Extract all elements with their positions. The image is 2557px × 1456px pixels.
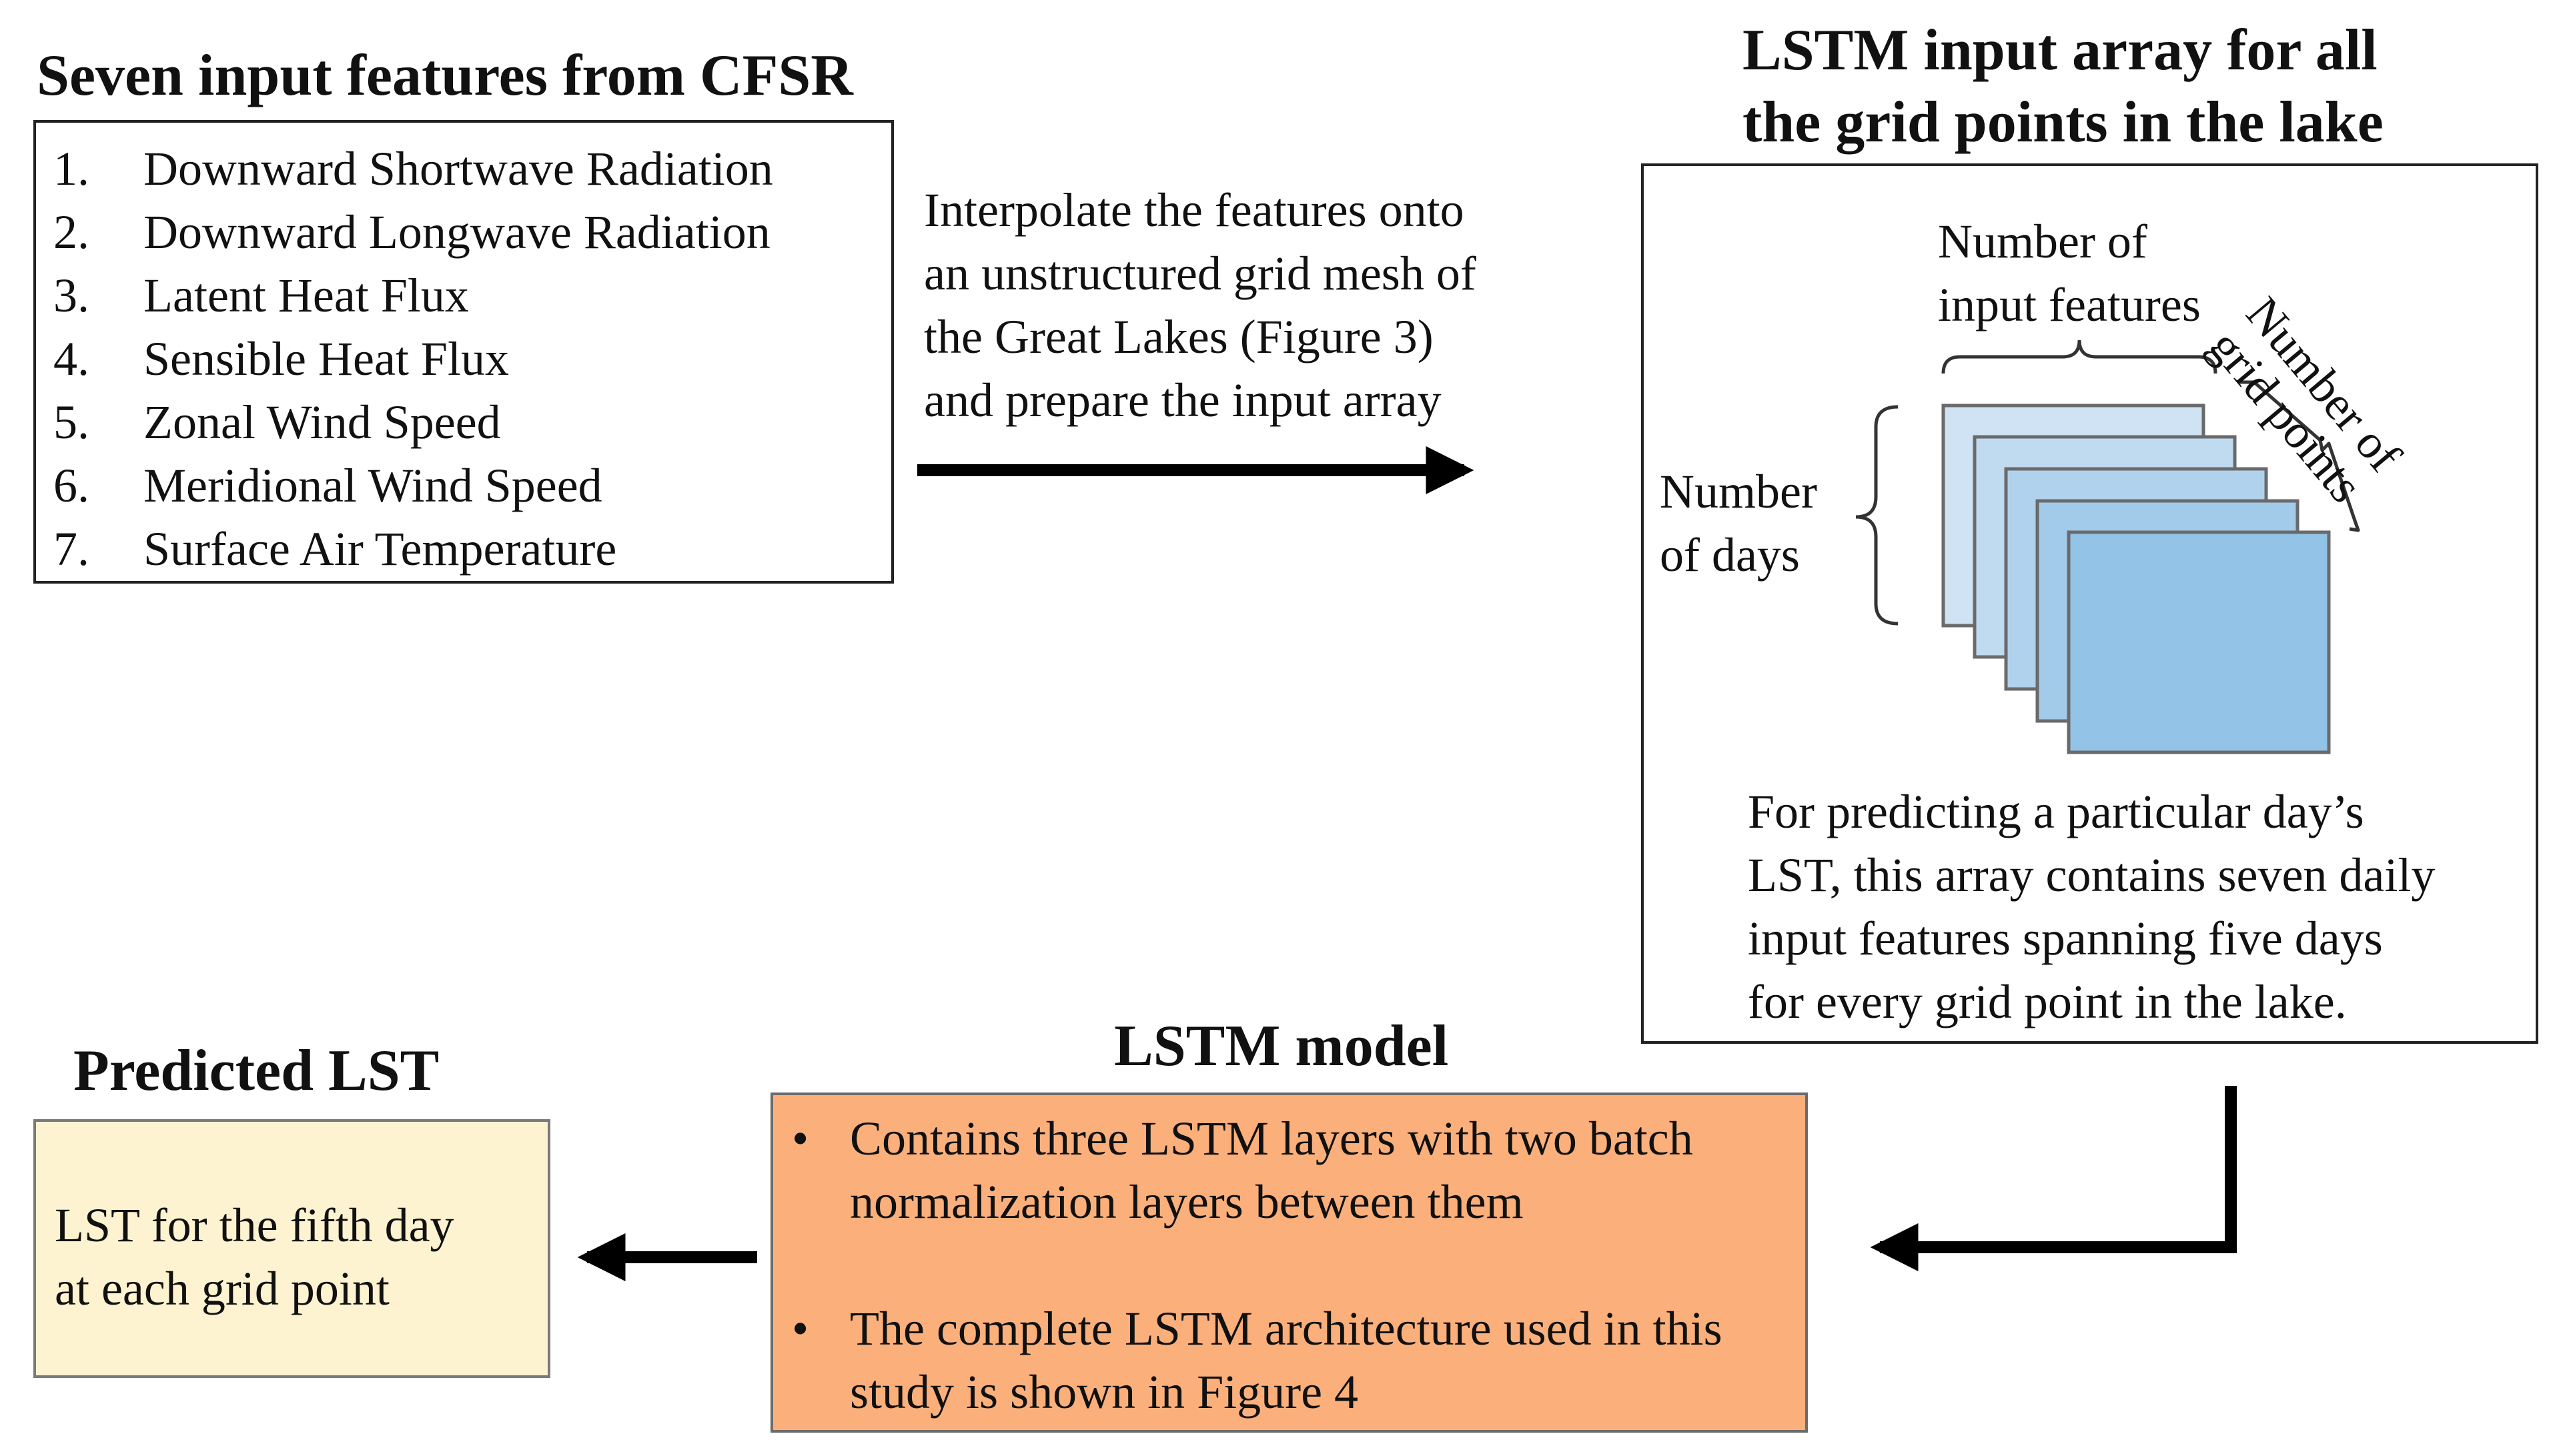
feature-item: 5.Zonal Wind Speed (53, 396, 501, 449)
lstm-model-bullet: •Contains three LSTM layers with two bat… (792, 1112, 1693, 1229)
features-axis-label: Number of input features (1938, 215, 2201, 331)
interpolate-step-text: Interpolate the features onto an unstruc… (924, 183, 1476, 427)
features-brace (1941, 339, 2217, 374)
input-array-stack (1941, 404, 2331, 754)
input-array-box (1641, 163, 2538, 1044)
lstm-model-bullets: •Contains three LSTM layers with two bat… (773, 1107, 1785, 1424)
arrow-to-lstm-model (1870, 1086, 2237, 1271)
input-array-description: For predicting a particular day’s LST, t… (1748, 785, 2436, 1028)
predicted-lst-box: LST for the fifth day at each grid point (33, 1119, 550, 1378)
grid-points-brace (2240, 380, 2360, 532)
feature-item: 3.Latent Heat Flux (53, 269, 469, 322)
input-features-title: Seven input features from CFSR (37, 43, 853, 108)
feature-item: 6.Meridional Wind Speed (53, 459, 602, 512)
lstm-model-box: •Contains three LSTM layers with two bat… (771, 1093, 1808, 1433)
predicted-lst-title: Predicted LST (73, 1038, 440, 1103)
array-layer (2067, 530, 2331, 754)
input-features-list: 1.Downward Shortwave Radiation 2.Downwar… (53, 137, 891, 581)
predicted-lst-text: LST for the fifth day at each grid point (55, 1199, 454, 1315)
days-brace (1855, 405, 1899, 626)
feature-item: 7.Surface Air Temperature (53, 522, 617, 576)
feature-item: 2.Downward Longwave Radiation (53, 205, 771, 259)
input-array-title: LSTM input array for all the grid points… (1742, 18, 2384, 155)
input-features-box: 1.Downward Shortwave Radiation 2.Downwar… (33, 120, 894, 584)
days-axis-label: Number of days (1660, 465, 1817, 582)
feature-item: 4.Sensible Heat Flux (53, 332, 509, 386)
lstm-model-title: LSTM model (1114, 1014, 1449, 1078)
lstm-model-bullet: •The complete LSTM architecture used in … (792, 1302, 1722, 1419)
feature-item: 1.Downward Shortwave Radiation (53, 142, 773, 195)
